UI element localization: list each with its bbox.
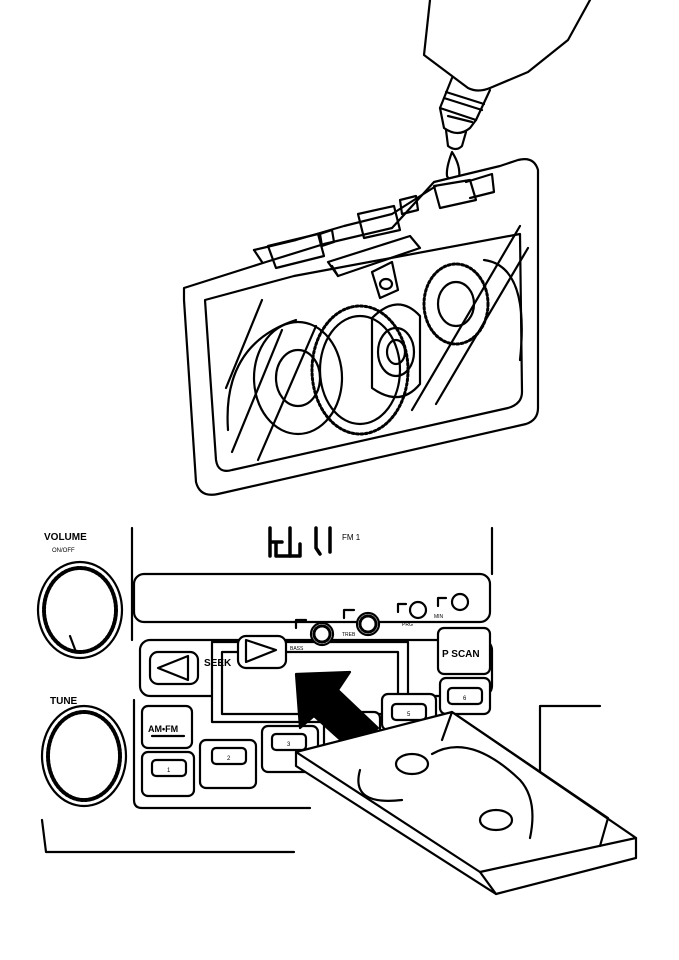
min-button[interactable] <box>436 592 470 612</box>
treble-knob[interactable] <box>342 608 381 637</box>
tune-knob[interactable] <box>40 704 128 808</box>
program-label: PRG <box>402 622 413 628</box>
preset-button-2[interactable] <box>198 738 258 790</box>
preset-button-1[interactable] <box>140 750 196 798</box>
seek-down-button[interactable] <box>148 650 200 686</box>
volume-sublabel: ON/OFF <box>52 548 75 554</box>
bass-label: BASS <box>290 646 304 652</box>
preset-label-6: 6 <box>463 696 467 702</box>
cleaning-fluid-bottle <box>422 0 592 151</box>
amfm-button[interactable] <box>140 704 194 750</box>
preset-label-3: 3 <box>287 742 291 748</box>
preset-label-5: 5 <box>407 712 411 718</box>
volume-knob[interactable] <box>36 560 124 660</box>
frequency-display <box>268 526 332 558</box>
seek-up-button[interactable] <box>236 634 288 670</box>
cleaning-cassette <box>294 710 638 896</box>
min-label: MIN <box>434 614 444 620</box>
program-button[interactable] <box>396 600 428 620</box>
volume-label: VOLUME <box>44 532 87 543</box>
preset-button-6[interactable] <box>438 676 492 716</box>
seek-label: SEEK <box>204 658 232 669</box>
preset-label-2: 2 <box>227 756 231 762</box>
treble-label: TREB <box>342 632 356 638</box>
amfm-label: AM•FM <box>148 724 178 734</box>
tune-label: TUNE <box>50 696 78 707</box>
pscan-label: P SCAN <box>442 649 480 660</box>
cassette-tape <box>182 158 540 496</box>
band-indicator: FM 1 <box>342 533 361 542</box>
bass-knob[interactable] <box>294 618 335 647</box>
pscan-button[interactable] <box>436 626 492 676</box>
preset-label-1: 1 <box>167 768 171 774</box>
